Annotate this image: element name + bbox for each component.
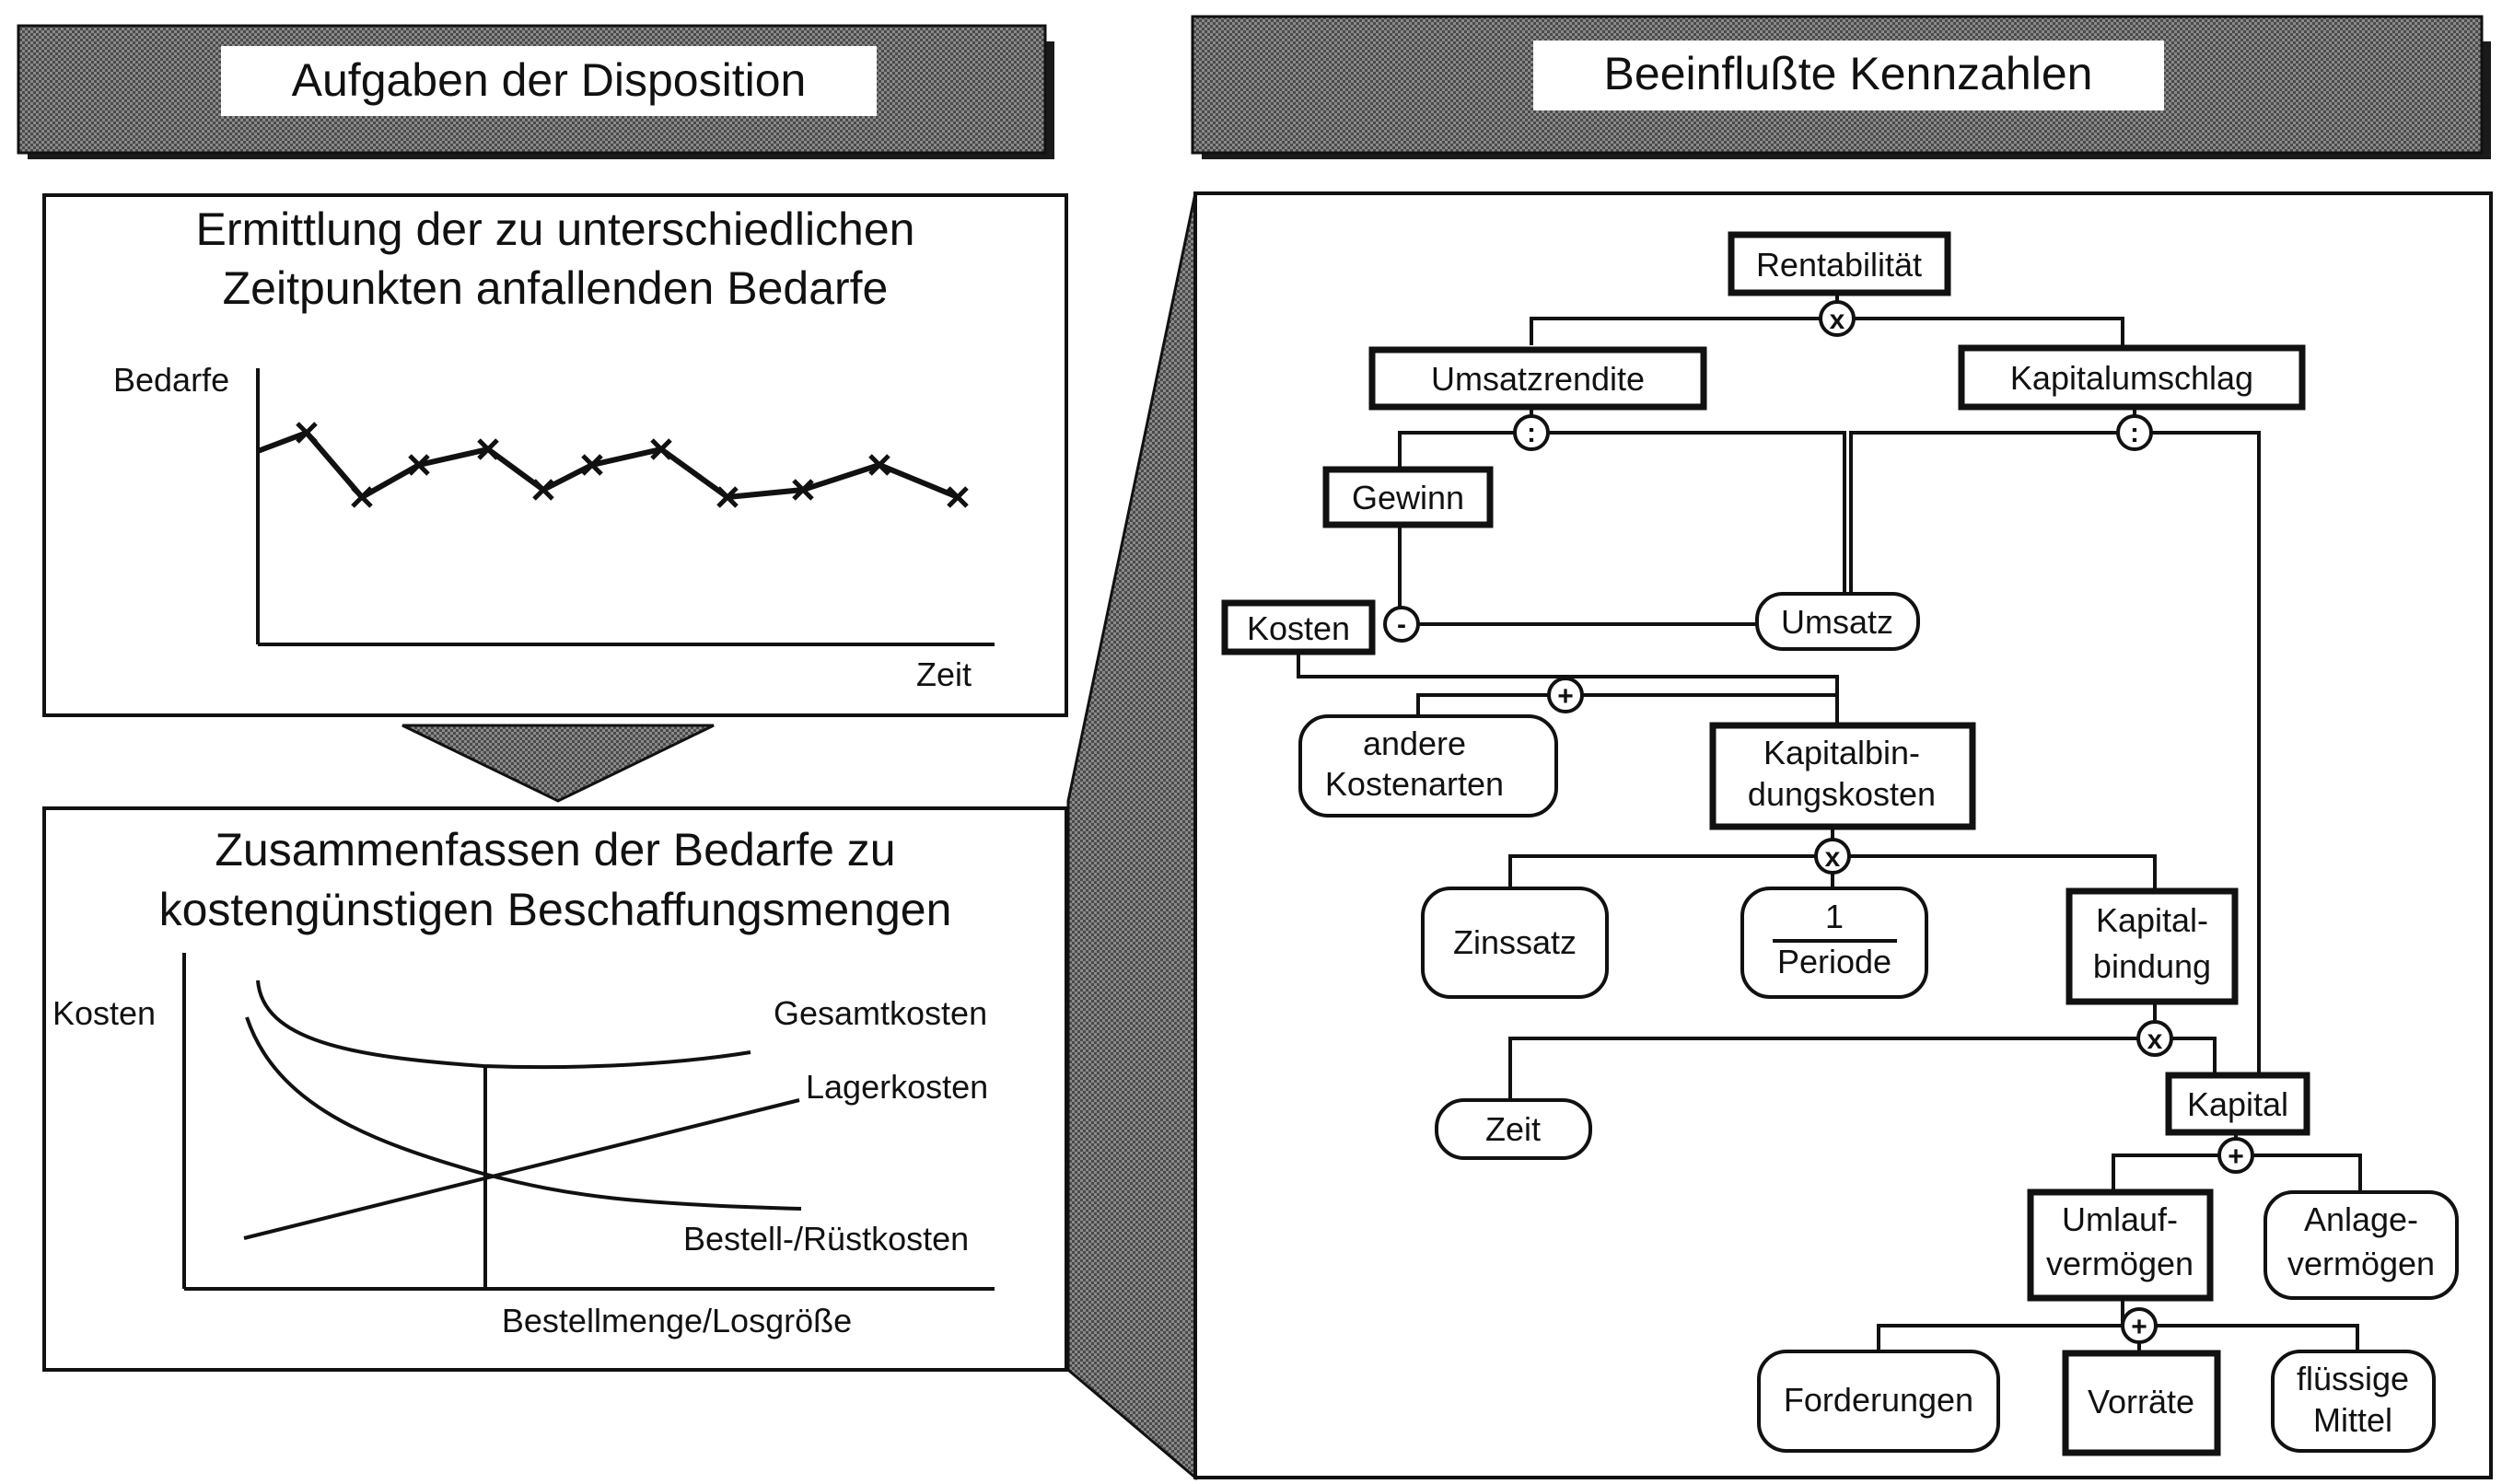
svg-text:Rentabilität: Rentabilität	[1756, 246, 1922, 284]
node-umsatz: Umsatz	[1755, 592, 1920, 651]
svg-text:Vorräte: Vorräte	[2088, 1383, 2194, 1420]
op-plus-3: +	[2121, 1307, 2158, 1344]
op-mul-2: x	[1814, 838, 1851, 875]
node-kosten: Kosten	[1221, 599, 1376, 655]
task2-title-line2: kostengünstigen Beschaffungsmengen	[159, 884, 952, 935]
svg-text:Anlage-: Anlage-	[2304, 1200, 2418, 1238]
node-kapitalbindung: Kapital- bindung	[2066, 887, 2239, 1005]
svg-text:+: +	[1557, 681, 1574, 712]
svg-text:x: x	[1825, 842, 1841, 873]
svg-text::: :	[2130, 418, 2139, 448]
op-minus: -	[1383, 606, 1420, 643]
node-forderungen: Forderungen	[1757, 1350, 2000, 1453]
svg-text:Kapital-: Kapital-	[2096, 901, 2208, 939]
gesamtkosten-label: Gesamtkosten	[774, 994, 987, 1032]
svg-text:Forderungen: Forderungen	[1784, 1381, 1973, 1419]
task2-title-line1: Zusammenfassen der Bedarfe zu	[215, 824, 895, 875]
svg-text:x: x	[1830, 305, 1845, 335]
op-mul-1: x	[1819, 300, 1856, 337]
task2-ylabel: Kosten	[52, 994, 156, 1032]
svg-text:vermögen: vermögen	[2046, 1245, 2194, 1282]
flow-arrow	[401, 724, 715, 803]
node-gewinn: Gewinn	[1322, 466, 1494, 528]
svg-text:x: x	[2147, 1025, 2163, 1055]
lagerkosten-label: Lagerkosten	[806, 1068, 988, 1106]
task2-xlabel: Bestellmenge/Losgröße	[502, 1302, 852, 1339]
task1-title-line2: Zeitpunkten anfallenden Bedarfe	[223, 262, 889, 314]
right-header-bar: Beeinflußte Kennzahlen	[1191, 15, 2491, 159]
svg-text:Mittel: Mittel	[2313, 1401, 2392, 1439]
task2-box: Zusammenfassen der Bedarfe zu kostengüns…	[42, 806, 1068, 1372]
svg-text:andere: andere	[1363, 725, 1466, 762]
svg-text:1: 1	[1825, 898, 1844, 935]
left-header-bar: Aufgaben der Disposition	[17, 24, 1054, 159]
op-div-1: :	[1513, 414, 1550, 451]
node-zeit: Zeit	[1435, 1098, 1592, 1160]
svg-text:Umlauf-: Umlauf-	[2062, 1200, 2178, 1238]
node-rentabilitaet: Rentabilität	[1728, 231, 1951, 296]
op-plus-1: +	[1547, 677, 1584, 713]
task1-title-line1: Ermittlung der zu unterschiedlichen	[196, 203, 915, 255]
task1-box: Ermittlung der zu unterschiedlichen Zeit…	[42, 193, 1068, 717]
op-mul-3: x	[2136, 1020, 2173, 1057]
node-kapital: Kapital	[2165, 1072, 2310, 1136]
svg-text:Kostenarten: Kostenarten	[1325, 765, 1504, 803]
zoom-connector	[1066, 192, 1197, 1481]
left-header-title: Aufgaben der Disposition	[292, 54, 807, 106]
node-umlaufvermoegen: Umlauf- vermögen	[2027, 1188, 2214, 1302]
svg-text:flüssige: flüssige	[2297, 1360, 2409, 1397]
task1-xlabel: Zeit	[916, 655, 972, 693]
svg-text:Gewinn: Gewinn	[1352, 479, 1464, 516]
node-umsatzrendite: Umsatzrendite	[1368, 346, 1707, 411]
tree-connectors	[1297, 293, 2362, 1351]
svg-text:Periode: Periode	[1777, 943, 1891, 980]
op-div-2: :	[2116, 414, 2153, 451]
svg-text:Kapitalumschlag: Kapitalumschlag	[2010, 359, 2253, 397]
demand-markers	[296, 422, 969, 508]
bestellkosten-label: Bestell-/Rüstkosten	[683, 1220, 969, 1258]
demand-series-line	[256, 429, 960, 501]
node-zinssatz: Zinssatz	[1421, 887, 1609, 999]
svg-text:vermögen: vermögen	[2287, 1245, 2435, 1282]
op-plus-2: +	[2217, 1137, 2254, 1174]
svg-text:Umsatzrendite: Umsatzrendite	[1431, 360, 1645, 398]
svg-text:Umsatz: Umsatz	[1781, 603, 1893, 641]
svg-text:-: -	[1397, 609, 1406, 640]
node-fluessige-mittel: flüssige Mittel	[2271, 1350, 2436, 1453]
gesamtkosten-curve	[256, 980, 751, 1070]
svg-text::: :	[1527, 418, 1536, 448]
node-vorraete: Vorräte	[2062, 1350, 2221, 1456]
svg-text:dungskosten: dungskosten	[1748, 775, 1936, 813]
svg-text:+: +	[2131, 1312, 2147, 1342]
svg-text:Kapitalbin-: Kapitalbin-	[1763, 734, 1920, 771]
node-andere-kostenarten: andere Kostenarten	[1298, 714, 1558, 817]
right-header-title: Beeinflußte Kennzahlen	[1604, 48, 2093, 99]
node-kapitalumschlag: Kapitalumschlag	[1958, 344, 2306, 411]
lagerkosten-line	[243, 1098, 800, 1240]
svg-text:Kapital: Kapital	[2187, 1085, 2288, 1123]
node-kapitalbindungskosten: Kapitalbin- dungskosten	[1709, 722, 1976, 830]
task1-ylabel: Bedarfe	[113, 361, 229, 399]
svg-text:+: +	[2228, 1142, 2244, 1172]
svg-text:bindung: bindung	[2093, 947, 2211, 985]
node-anlagevermoegen: Anlage- vermögen	[2263, 1190, 2459, 1300]
svg-text:Zinssatz: Zinssatz	[1453, 923, 1577, 961]
svg-text:Kosten: Kosten	[1247, 609, 1350, 647]
svg-text:Zeit: Zeit	[1485, 1110, 1541, 1148]
node-periode: 1 Periode	[1740, 887, 1928, 999]
